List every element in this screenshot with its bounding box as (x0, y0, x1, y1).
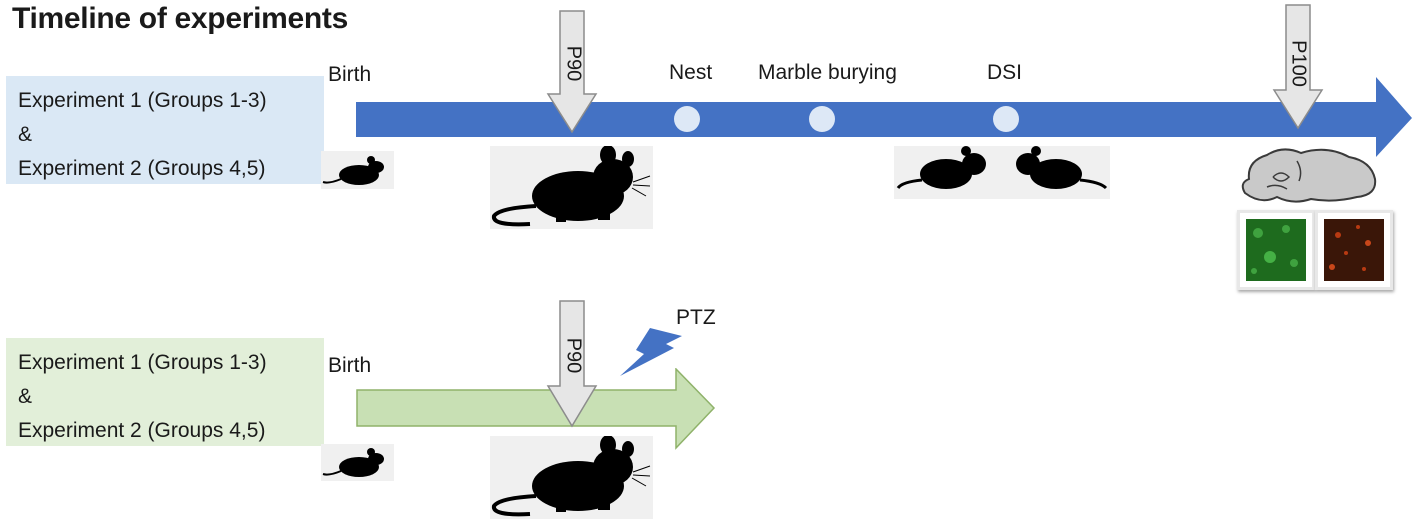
experiment-line-1: Experiment 1 (Groups 1-3) (18, 89, 267, 112)
pointer-arrow-p90-row2 (546, 300, 598, 428)
timeline-arrow-row1 (356, 77, 1412, 157)
event-label-dsi: DSI (987, 61, 1023, 84)
event-marker-dsi (993, 106, 1019, 132)
event-marker-marble-burying (809, 106, 835, 132)
birth-label-row2: Birth (328, 354, 372, 377)
page-title: Timeline of experiments (12, 2, 348, 35)
event-label-nest: Nest (669, 61, 713, 84)
pointer-label-p90-row1: P90 (562, 45, 585, 82)
mouse-icon-large-row1 (490, 146, 653, 229)
mouse-icon-large-row2 (490, 436, 653, 519)
brain-icon (1237, 143, 1379, 209)
pointer-label-p90-row2: P90 (562, 337, 585, 374)
pointer-arrow-p90-row1 (546, 10, 598, 134)
event-label-marble-burying: Marble burying (758, 61, 897, 84)
experiment-line-2: & (18, 123, 33, 146)
experiment-box-row2: Experiment 1 (Groups 1-3) & Experiment 2… (6, 338, 324, 446)
pointer-label-p100: P100 (1287, 40, 1310, 87)
timeline-arrow-row2 (356, 368, 716, 450)
treatment-label-ptz: PTZ (676, 306, 716, 329)
experiment-line-3: Experiment 2 (Groups 4,5) (18, 157, 266, 180)
event-marker-nest (674, 106, 700, 132)
experiment-box-row1: Experiment 1 (Groups 1-3) & Experiment 2… (6, 76, 324, 184)
mouse-icon-small-row2 (321, 444, 394, 481)
mouse-icon-pair-dsi (894, 146, 1110, 199)
microscopy-green-image (1237, 210, 1315, 290)
birth-label-row1: Birth (328, 63, 372, 86)
pointer-arrow-p100 (1272, 4, 1324, 130)
microscopy-red-image (1315, 210, 1393, 290)
experiment-line-3: Experiment 2 (Groups 4,5) (18, 419, 266, 442)
lightning-icon (620, 328, 682, 376)
mouse-icon-small-row1 (321, 151, 394, 189)
experiment-line-2: & (18, 385, 33, 408)
experiment-line-1: Experiment 1 (Groups 1-3) (18, 351, 267, 374)
